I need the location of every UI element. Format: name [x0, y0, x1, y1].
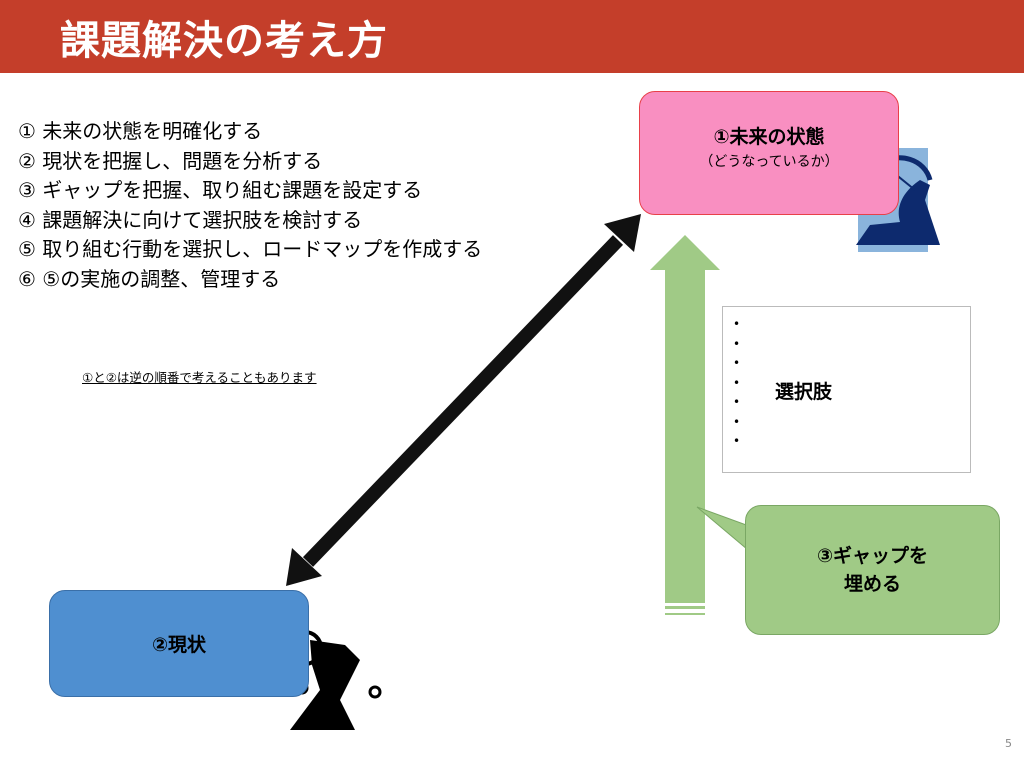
step-item: ② 現状を把握し、問題を分析する — [18, 148, 323, 173]
slide-title: 課題解決の考え方 — [60, 18, 388, 64]
step-item: ⑤ 取り組む行動を選択し、ロードマップを作成する — [18, 237, 483, 261]
gap-callout: ③ギャップを 埋める — [745, 505, 1000, 635]
gap-line1: ③ギャップを — [816, 545, 929, 567]
bullet-list: • • • • • • • — [733, 317, 741, 448]
page-number: 5 — [1005, 737, 1012, 750]
step-item: ③ ギャップを把握、取り組む課題を設定する — [18, 178, 423, 202]
up-arrow — [650, 235, 720, 615]
step-item: ① 未来の状態を明確化する — [18, 119, 263, 143]
step-item: ④ 課題解決に向けて選択肢を検討する — [18, 207, 363, 232]
choices-box: • • • • • • • 選択肢 — [722, 306, 971, 473]
gap-line2: 埋める — [843, 573, 901, 595]
title-bar: 課題解決の考え方 — [0, 0, 1024, 73]
future-state-box: ①未来の状態 （どうなっているか） — [639, 91, 899, 215]
future-heading: ①未来の状態 — [713, 126, 825, 148]
current-state-box: ②現状 — [49, 590, 309, 697]
current-heading: ②現状 — [151, 634, 207, 656]
steps-list: ① 未来の状態を明確化する ② 現状を把握し、問題を分析する ③ ギャップを把握… — [18, 117, 482, 294]
future-subtitle: （どうなっているか） — [699, 154, 839, 170]
choices-label: 選択肢 — [775, 381, 833, 403]
step-item: ⑥ ⑤の実施の調整、管理する — [18, 266, 281, 291]
double-arrow — [286, 214, 641, 586]
order-note: ①と②は逆の順番で考えることもあります — [82, 370, 317, 385]
